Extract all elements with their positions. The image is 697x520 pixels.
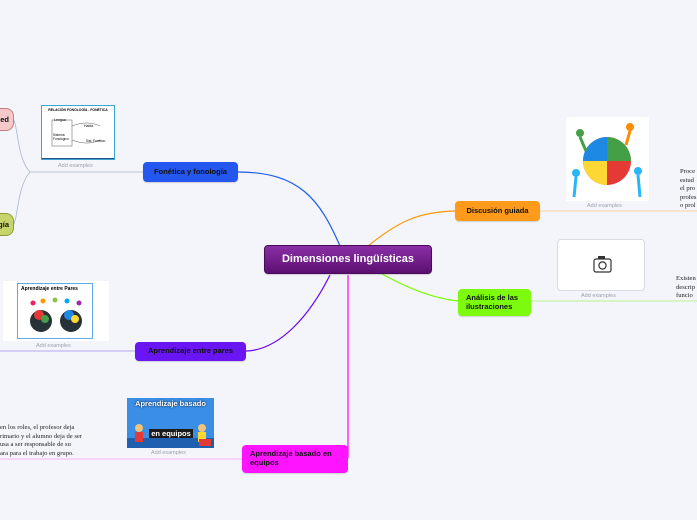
- equipos-image[interactable]: Aprendizaje basado en equipos: [127, 398, 214, 448]
- fonetica-image-title: RELACIÓN FONOLOGÍA - FONÉTICA: [48, 108, 108, 112]
- partial-node-middle-left[interactable]: gía: [0, 213, 14, 236]
- equipos-image-title-1: Aprendizaje basado: [135, 399, 206, 408]
- puzzle-people-icon: [572, 123, 642, 198]
- partial-node-top-left-label: ed: [0, 115, 9, 124]
- analisis-note: Existen descrip funcio: [676, 275, 696, 300]
- fonetica-word-fonetico: Sist. Fonético: [86, 139, 106, 143]
- central-topic[interactable]: Dimensiones lingüísticas: [264, 245, 432, 274]
- pares-add-examples[interactable]: Add examples: [36, 343, 71, 349]
- pares-image-title: Aprendizaje entre Pares: [21, 286, 78, 292]
- pares-image[interactable]: Aprendizaje entre Pares: [3, 281, 109, 341]
- team-people-icon: [127, 424, 214, 448]
- branch-equipos[interactable]: Aprendizaje basado en equipos: [242, 445, 348, 473]
- fonetica-word-lengua: Lengua: [54, 118, 66, 122]
- equipos-add-examples[interactable]: Add examples: [151, 450, 186, 456]
- equipos-image-title-2: en equipos: [149, 429, 193, 438]
- branch-pares[interactable]: Aprendizaje entre pares: [135, 342, 246, 361]
- fonetica-diagram: [42, 119, 114, 159]
- analisis-add-examples[interactable]: Add examples: [581, 293, 616, 299]
- analisis-image-placeholder[interactable]: [557, 239, 645, 291]
- fonetica-add-examples[interactable]: Add examples: [58, 163, 93, 169]
- discusion-note: Proce estud el pro profes o prol: [680, 168, 697, 210]
- branch-equipos-label: Aprendizaje basado en equipos: [250, 449, 332, 467]
- camera-icon: [593, 256, 612, 273]
- discusion-image[interactable]: [566, 117, 649, 201]
- branch-discusion[interactable]: Discusión guiada: [455, 201, 540, 221]
- heads-icon: [30, 297, 82, 332]
- branch-analisis[interactable]: Análisis de las ilustraciones: [458, 289, 531, 316]
- discusion-add-examples[interactable]: Add examples: [587, 203, 622, 209]
- fonetica-word-sistema: Sistema Fonológico: [53, 133, 69, 141]
- branch-fonetica[interactable]: Fonética y fonología: [143, 162, 238, 182]
- fonetica-image[interactable]: RELACIÓN FONOLOGÍA - FONÉTICA Lengua Sis…: [41, 105, 115, 160]
- branch-analisis-label: Análisis de las ilustraciones: [466, 292, 519, 311]
- fonetica-word-habla: Habla: [84, 124, 94, 128]
- partial-node-top-left[interactable]: ed: [0, 108, 14, 131]
- equipos-note: en los roles, el profesor deja rimario y…: [0, 424, 83, 457]
- branch-fonetica-label: Fonética y fonología: [154, 166, 227, 176]
- partial-node-middle-left-label: gía: [0, 220, 9, 229]
- branch-pares-label: Aprendizaje entre pares: [147, 346, 234, 356]
- branch-discusion-label: Discusión guiada: [466, 205, 529, 215]
- central-topic-label: Dimensiones lingüísticas: [281, 253, 415, 266]
